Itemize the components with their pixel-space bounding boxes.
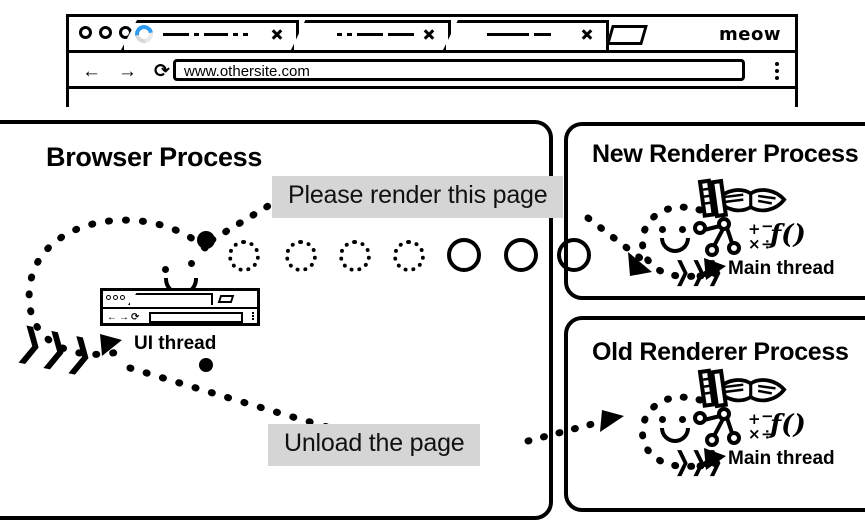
panel-title-browser-process: Browser Process [46, 142, 263, 172]
page-viewport [69, 89, 795, 107]
navigation-bar: ← → ⟳ www.othersite.com [69, 53, 795, 89]
brand-label: meow [719, 24, 781, 45]
mini-address-bar [149, 312, 243, 323]
message-unload-request: Unload the page [268, 424, 481, 466]
address-bar[interactable]: www.othersite.com [173, 59, 745, 81]
new-renderer-motion-chevrons-icon: ❯❯❯ [674, 256, 724, 286]
new-tab-button[interactable] [606, 25, 648, 45]
mini-nav-icons: ←→⟳ [107, 312, 142, 323]
ipc-circle-solid-1 [447, 238, 481, 272]
panel-old-renderer-process: Old Renderer Process [564, 316, 865, 512]
tab-close-icon[interactable] [581, 28, 593, 40]
window-button-close[interactable] [79, 26, 92, 39]
ipc-circle-dotted-2 [285, 240, 317, 272]
tab-three[interactable] [443, 20, 609, 50]
tab-close-icon[interactable] [271, 28, 283, 40]
tab-title-placeholder [337, 33, 414, 36]
new-renderer-thread-label: Main thread [728, 258, 835, 279]
ipc-circle-dotted-4 [393, 240, 425, 272]
old-renderer-motion-chevrons-icon: ❯❯❯ [674, 446, 724, 476]
window-button-minimize[interactable] [99, 26, 112, 39]
tab-close-icon[interactable] [423, 28, 435, 40]
reload-icon[interactable]: ⟳ [154, 61, 170, 82]
mini-new-tab-icon [217, 295, 235, 303]
nav-icon-group: ← → ⟳ [82, 62, 170, 81]
mini-window-controls [106, 295, 125, 300]
mini-tab [128, 293, 213, 305]
ui-thread-mini-browser: ←→⟳ [100, 288, 260, 326]
mini-tab-bar [103, 291, 257, 309]
tab-loading[interactable] [121, 20, 299, 50]
ipc-circle-dotted-1 [228, 240, 260, 272]
ipc-circle-dotted-3 [339, 240, 371, 272]
ui-thread-label: UI thread [134, 333, 217, 354]
back-icon[interactable]: ← [82, 61, 101, 82]
tab-title-placeholder [487, 33, 551, 36]
diagram-canvas: meow ← → ⟳ www.othersite.com Browser Pro… [0, 0, 865, 504]
ipc-circle-solid-2 [504, 238, 538, 272]
new-renderer-face-icon [655, 222, 701, 262]
tab-two[interactable] [291, 20, 451, 50]
mini-kebab-icon [252, 312, 254, 320]
tab-bar: meow [69, 17, 795, 53]
ipc-circle-solid-3 [557, 238, 591, 272]
address-bar-value[interactable]: www.othersite.com [184, 63, 310, 80]
browser-window: meow ← → ⟳ www.othersite.com [66, 14, 798, 107]
mini-nav-bar: ←→⟳ [103, 309, 257, 327]
panel-title-old-renderer: Old Renderer Process [592, 338, 849, 366]
old-renderer-thread-label: Main thread [728, 448, 835, 469]
message-render-request: Please render this page [272, 176, 564, 218]
old-renderer-face-icon [655, 412, 701, 452]
kebab-menu-icon[interactable] [775, 62, 779, 80]
tab-title-placeholder [163, 33, 248, 36]
forward-icon[interactable]: → [118, 61, 137, 82]
panel-title-new-renderer: New Renderer Process [592, 140, 859, 168]
